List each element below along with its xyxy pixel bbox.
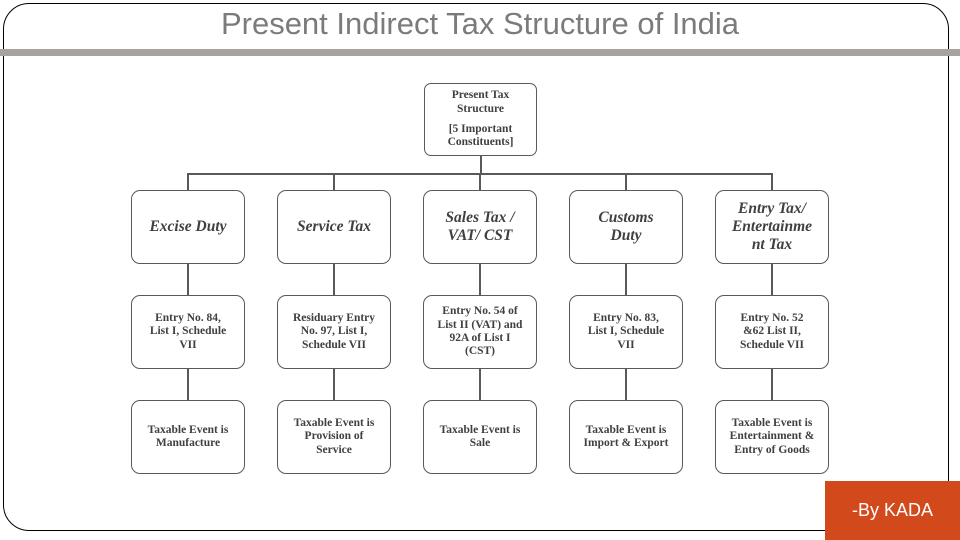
node-entry-customs-duty[interactable]: Entry No. 83, List I, Schedule VII — [569, 295, 683, 369]
connector-root-stem — [480, 156, 482, 174]
node-entry-service-tax[interactable]: Residuary Entry No. 97, List I, Schedule… — [277, 295, 391, 369]
event-label-line: Taxable Event is — [731, 416, 813, 429]
connector-col3-l1-l2 — [479, 263, 481, 296]
connector-bus-to-col5 — [771, 173, 773, 191]
entry-label-line: (CST) — [464, 345, 496, 358]
connector-bus-to-col3 — [479, 173, 481, 191]
entry-label-line: Residuary Entry — [292, 311, 376, 324]
entry-label-line: Entry No. 54 of — [442, 305, 518, 318]
connector-bus-to-col1 — [187, 173, 189, 191]
entry-label-line: Schedule VII — [301, 338, 366, 351]
event-label-line: Entertainment & — [729, 430, 815, 443]
tax-label-line: VAT/ CST — [447, 227, 513, 244]
node-present-tax-structure[interactable]: Present Tax Structure [5 Important Const… — [424, 83, 537, 156]
tax-label-line: Excise Duty — [149, 217, 227, 235]
entry-label-line: List I, Schedule — [587, 325, 665, 338]
node-tax-sales-tax-vat-cst[interactable]: Sales Tax / VAT/ CST — [423, 190, 537, 264]
entry-label-line: 92A of List I — [449, 332, 511, 344]
event-label-line: Entry of Goods — [734, 443, 810, 456]
event-label-line: Sale — [469, 437, 491, 449]
event-label-line: Manufacture — [155, 437, 221, 449]
connector-col4-l1-l2 — [625, 263, 627, 296]
node-event-customs-duty[interactable]: Taxable Event is Import & Export — [569, 400, 683, 474]
event-label-line: Provision of — [304, 430, 364, 443]
root-line-3: [5 Important — [448, 123, 513, 135]
node-entry-sales-tax[interactable]: Entry No. 54 of List II (VAT) and 92A of… — [423, 295, 537, 369]
connector-bus-to-col2 — [333, 173, 335, 191]
node-tax-service-tax[interactable]: Service Tax — [277, 190, 391, 264]
event-label-line: Taxable Event is — [147, 423, 229, 436]
entry-label-line: VII — [179, 338, 197, 351]
event-label-line: Service — [316, 443, 352, 456]
node-event-excise-duty[interactable]: Taxable Event is Manufacture — [131, 400, 245, 474]
credit-badge: -By KADA — [825, 481, 960, 540]
entry-label-line: Entry No. 52 — [740, 311, 804, 324]
root-line-1: Present Tax — [451, 89, 510, 102]
node-entry-entry-entertainment-tax[interactable]: Entry No. 52 &62 List II, Schedule VII — [715, 295, 829, 369]
connector-col5-l1-l2 — [771, 263, 773, 296]
connector-col4-l2-l3 — [625, 368, 627, 401]
entry-label-line: No. 97, List I, — [300, 325, 368, 338]
node-tax-excise-duty[interactable]: Excise Duty — [131, 190, 245, 264]
entry-label-line: Entry No. 84, — [155, 311, 221, 324]
connector-col5-l2-l3 — [771, 368, 773, 401]
title-divider-rule — [0, 49, 960, 56]
event-label-line: Taxable Event is — [585, 423, 667, 436]
page-title: Present Indirect Tax Structure of India — [220, 6, 740, 41]
tax-label-line: Duty — [610, 227, 642, 244]
tax-label-line: Sales Tax / — [445, 208, 515, 226]
node-event-sales-tax[interactable]: Taxable Event is Sale — [423, 400, 537, 474]
tax-label-line: Service Tax — [297, 217, 371, 235]
connector-col2-l2-l3 — [333, 368, 335, 401]
event-label-line: Taxable Event is — [439, 423, 521, 436]
tax-label-line: Entertainme — [731, 217, 813, 235]
tax-label-line: Customs — [598, 208, 654, 226]
root-secondary-text: [5 Important Constituents] — [448, 123, 514, 150]
root-line-4: Constituents] — [447, 136, 514, 149]
connector-bus-to-col4 — [625, 173, 627, 191]
connector-col1-l1-l2 — [187, 263, 189, 296]
connector-col2-l1-l2 — [333, 263, 335, 296]
node-tax-entry-entertainment-tax[interactable]: Entry Tax/ Entertainme nt Tax — [715, 190, 829, 264]
node-tax-customs-duty[interactable]: Customs Duty — [569, 190, 683, 264]
event-label-line: Import & Export — [583, 437, 669, 449]
entry-label-line: VII — [617, 338, 635, 351]
credit-badge-label: -By KADA — [851, 500, 934, 520]
entry-label-line: List II (VAT) and — [437, 318, 523, 331]
connector-col3-l2-l3 — [479, 368, 481, 401]
entry-label-line: Schedule VII — [739, 338, 804, 351]
event-label-line: Taxable Event is — [293, 416, 375, 429]
node-event-entry-entertainment-tax[interactable]: Taxable Event is Entertainment & Entry o… — [715, 400, 829, 474]
connector-col1-l2-l3 — [187, 368, 189, 401]
entry-label-line: List I, Schedule — [149, 325, 227, 338]
root-primary-text: Present Tax Structure — [452, 89, 510, 116]
tax-label-line: nt Tax — [751, 236, 793, 254]
entry-label-line: &62 List II, — [743, 325, 801, 338]
tax-label-line: Entry Tax/ — [738, 199, 806, 217]
entry-label-line: Entry No. 83, — [593, 311, 659, 324]
node-event-service-tax[interactable]: Taxable Event is Provision of Service — [277, 400, 391, 474]
root-line-2: Structure — [456, 102, 505, 115]
node-entry-excise-duty[interactable]: Entry No. 84, List I, Schedule VII — [131, 295, 245, 369]
